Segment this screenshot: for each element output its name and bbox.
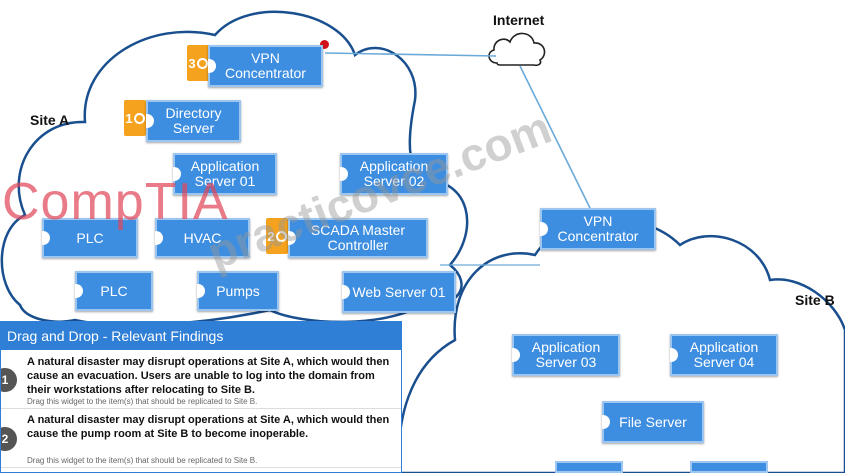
node-label: Pumps	[216, 282, 260, 299]
node-label: PLC	[100, 282, 128, 299]
node-label: Web Server 01	[352, 283, 446, 300]
vpn-concentrator-site-b[interactable]: VPN Concentrator	[540, 208, 656, 250]
application-server-01[interactable]: Application Server 01	[173, 153, 277, 195]
node-label: VPN Concentrator	[225, 50, 306, 81]
plc-2[interactable]: PLC	[75, 271, 153, 311]
application-server-02[interactable]: Application Server 02	[340, 153, 448, 195]
cloud-icon	[488, 32, 546, 67]
node-label: Directory Server	[165, 105, 222, 136]
node-label: PLC	[76, 229, 104, 246]
site-b-label: Site B	[795, 292, 835, 308]
finding-widget-3[interactable]	[1, 468, 401, 472]
partial-node-1[interactable]	[555, 461, 623, 473]
comptia-watermark: CompTIA	[2, 173, 229, 231]
drop-target-icon	[196, 57, 208, 69]
node-label: VPN Concentrator	[557, 213, 639, 244]
badge-number: 2	[267, 228, 275, 244]
finding-widget-2[interactable]: 2 A natural disaster may disrupt operati…	[1, 409, 401, 468]
node-label: File Server	[619, 413, 687, 430]
partial-node-2[interactable]	[690, 461, 768, 473]
findings-panel-title: Drag and Drop - Relevant Findings	[1, 322, 401, 350]
application-server-03[interactable]: Application Server 03	[512, 334, 620, 376]
vpn-concentrator-site-a[interactable]: VPN Concentrator	[208, 45, 323, 87]
node-label: SCADA Master Controller	[310, 222, 406, 253]
node-label: Application Server 04	[689, 339, 759, 370]
node-label: Application Server 01	[190, 158, 260, 189]
site-a-label: Site A	[30, 112, 70, 128]
finding-widget-1[interactable]: 1 A natural disaster may disrupt operati…	[1, 350, 401, 409]
node-label: HVAC	[183, 229, 222, 246]
application-server-04[interactable]: Application Server 04	[670, 334, 778, 376]
drop-target-icon	[133, 112, 145, 124]
badge-directory-server[interactable]: 1	[124, 100, 146, 136]
finding-hint: Drag this widget to the item(s) that sho…	[27, 397, 258, 406]
link-vpn-a-internet	[324, 52, 497, 57]
badge-number: 3	[188, 55, 196, 71]
badge-scada[interactable]: 2	[266, 218, 288, 254]
finding-text: A natural disaster may disrupt operation…	[27, 356, 390, 396]
file-server[interactable]: File Server	[602, 401, 704, 443]
badge-number: 1	[125, 110, 133, 126]
pumps[interactable]: Pumps	[197, 271, 279, 311]
drop-target-icon	[275, 230, 287, 242]
link-internet-vpn-b	[519, 65, 591, 209]
directory-server[interactable]: Directory Server	[146, 100, 241, 142]
finding-number: 1	[1, 368, 17, 392]
node-label: Application Server 02	[359, 158, 429, 189]
hvac[interactable]: HVAC	[155, 218, 250, 258]
scada-master-controller[interactable]: SCADA Master Controller	[288, 218, 428, 258]
internet-label: Internet	[493, 12, 545, 28]
web-server-01[interactable]: Web Server 01	[342, 271, 456, 313]
finding-text: A natural disaster may disrupt operation…	[27, 414, 390, 440]
findings-panel: Drag and Drop - Relevant Findings 1 A na…	[0, 321, 402, 473]
node-label: Application Server 03	[531, 339, 601, 370]
status-dot	[320, 40, 329, 49]
finding-hint: Drag this widget to the item(s) that sho…	[27, 456, 258, 465]
badge-vpn-a[interactable]: 3	[187, 45, 209, 81]
finding-number: 2	[1, 427, 17, 451]
plc-1[interactable]: PLC	[42, 218, 138, 258]
site-a-cloud	[0, 10, 469, 327]
